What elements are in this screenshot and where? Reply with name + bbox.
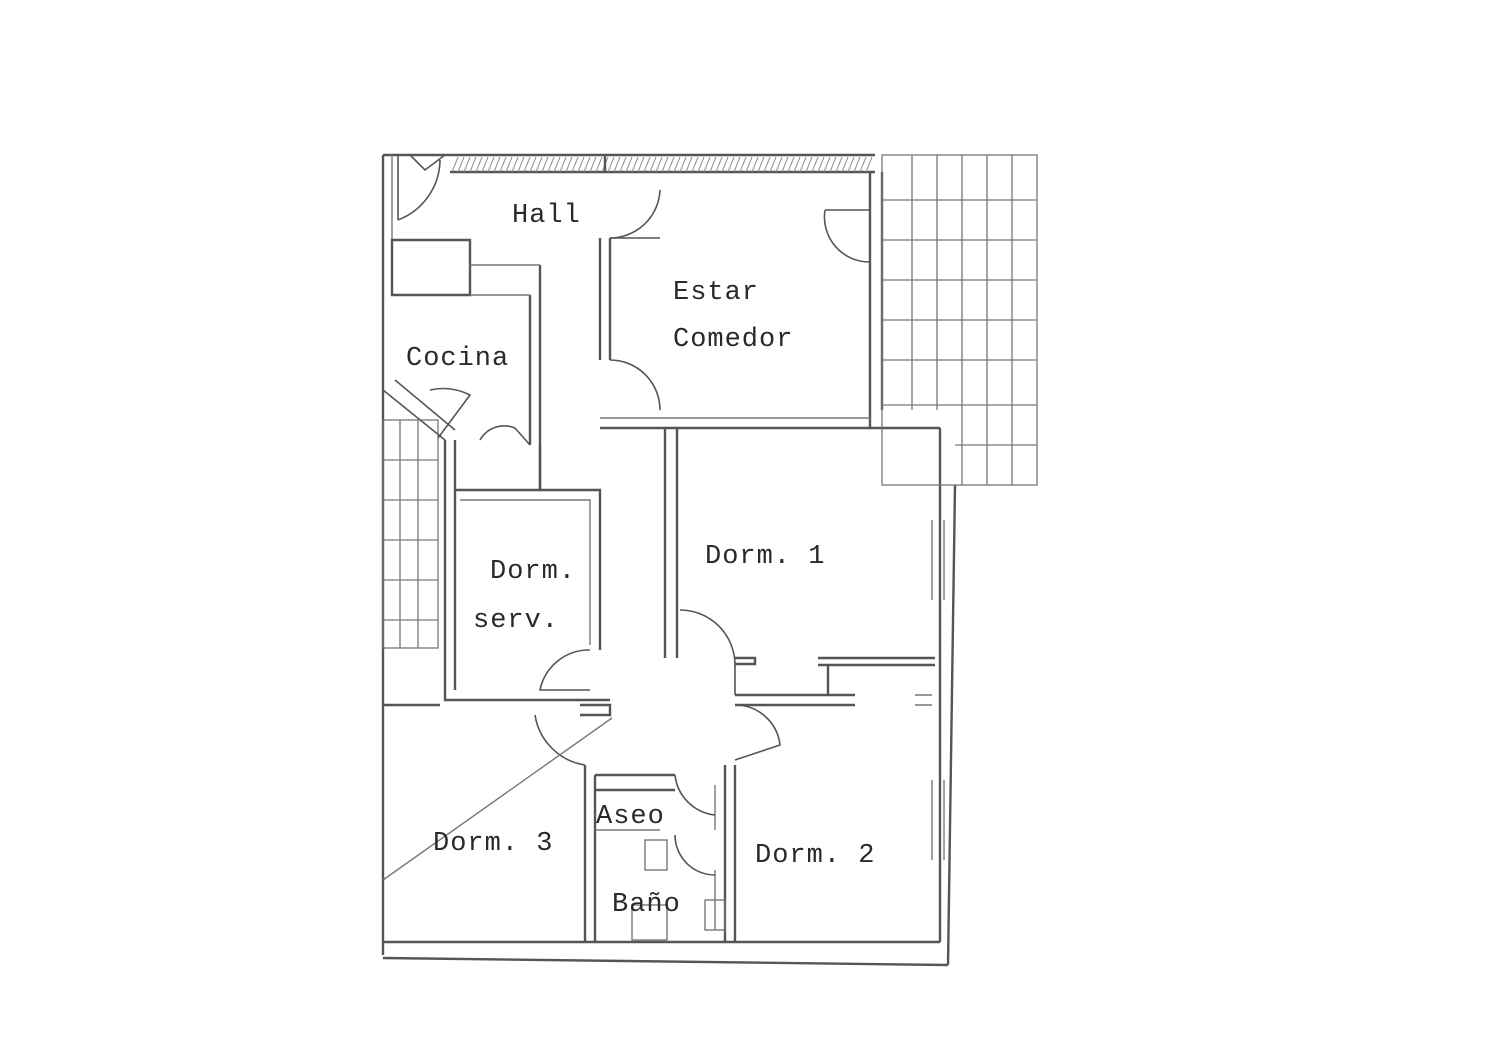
- label-dorm-serv-line1: Dorm.: [490, 557, 576, 587]
- terrace-grid-left: [382, 419, 439, 649]
- label-dorm-serv-line2: serv.: [473, 606, 559, 636]
- room-labels: Hall Estar Comedor Cocina Dorm. serv. Do…: [406, 201, 875, 920]
- label-dorm-2: Dorm. 2: [755, 841, 875, 871]
- interior-walls: [383, 155, 945, 942]
- label-dorm-1: Dorm. 1: [705, 542, 825, 572]
- terrace-grid-right: [881, 154, 1038, 486]
- label-bano: Baño: [612, 890, 681, 920]
- label-hall: Hall: [512, 201, 581, 231]
- label-aseo: Aseo: [596, 802, 665, 832]
- label-cocina: Cocina: [406, 344, 509, 374]
- wall-hatch-lines: [451, 156, 873, 173]
- top-wall-hatch: [451, 156, 873, 173]
- doors: [382, 154, 871, 881]
- label-estar: Estar: [673, 278, 759, 308]
- label-comedor: Comedor: [673, 325, 793, 355]
- label-dorm-3: Dorm. 3: [433, 829, 553, 859]
